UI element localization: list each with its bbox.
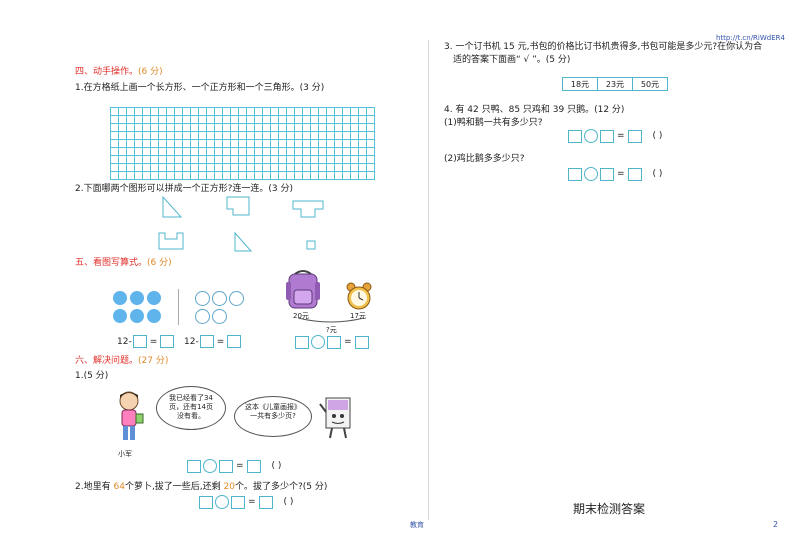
check-cell[interactable] — [563, 91, 598, 104]
page-number: 2 — [773, 520, 779, 529]
answer-box[interactable] — [627, 129, 642, 143]
header-link[interactable]: http://t.cn/RiWdER4 — [716, 34, 785, 42]
section5-heading: 五、看图写算式。(6 分) — [75, 258, 172, 268]
answer-box[interactable] — [327, 335, 341, 349]
shape-puzzle-pieces[interactable] — [155, 195, 345, 255]
filled-circle — [113, 291, 127, 305]
section4-heading: 四、动手操作。(6 分) — [75, 67, 163, 77]
backpack-price: 20元 — [293, 312, 309, 320]
equation-2: 12-= — [184, 335, 242, 348]
operator-circle[interactable] — [584, 129, 598, 143]
speech-bubble-book: 这本《儿童画报》一共有多少页? — [234, 396, 312, 437]
grid-paper[interactable] — [110, 107, 375, 180]
answer-box[interactable] — [295, 335, 309, 349]
answer-box[interactable] — [219, 459, 233, 473]
filled-circle — [130, 291, 144, 305]
equation-7: =( ) — [567, 167, 662, 181]
boy-name: 小军 — [118, 450, 132, 458]
shape-t-top — [292, 200, 324, 218]
clock-price: 17元 — [350, 312, 366, 320]
check-cell[interactable] — [598, 91, 633, 104]
option-cell[interactable]: 23元 — [597, 77, 633, 91]
filled-circle — [147, 291, 161, 305]
shape-l-top — [226, 196, 250, 216]
q4-sub2: (2)鸡比鹅多多少只? — [444, 154, 525, 164]
check-cell[interactable] — [633, 91, 668, 104]
answer-box[interactable] — [600, 167, 614, 181]
boy-icon — [119, 391, 144, 440]
footer-center[interactable]: 教育 — [410, 521, 424, 529]
empty-circle — [212, 309, 227, 324]
empty-circle — [229, 291, 244, 306]
book-character-icon — [319, 397, 351, 439]
answer-box[interactable] — [231, 495, 245, 509]
operator-circle[interactable] — [311, 335, 325, 349]
speech-bubble-boy: 我已经看了34页，还有14页没有看。 — [156, 386, 226, 430]
backpack-icon — [286, 270, 320, 309]
operator-circle[interactable] — [215, 495, 229, 509]
answer-box[interactable] — [246, 459, 261, 473]
section6-q2: 2.地里有 64个萝卜,拔了一些后,还剩 20个。拔了多少个?(5 分) — [75, 482, 328, 492]
answer-box[interactable] — [568, 129, 582, 143]
answer-box[interactable] — [199, 495, 213, 509]
section4-q1: 1.在方格纸上画一个长方形、一个正方形和一个三角形。(3 分) — [75, 83, 325, 93]
group-divider — [178, 289, 179, 325]
filled-circle — [113, 309, 127, 323]
answer-box[interactable] — [627, 167, 642, 181]
section6-heading: 六、解决问题。(27 分) — [75, 356, 169, 366]
section6-q1: 1.(5 分) — [75, 371, 109, 381]
option-cell[interactable]: 18元 — [562, 77, 598, 91]
option-cell[interactable]: 50元 — [632, 77, 668, 91]
answer-box[interactable] — [132, 335, 147, 348]
filled-circle — [130, 309, 144, 323]
empty-circle — [195, 309, 210, 324]
q4-sub1: (1)鸭和鹅一共有多少只? — [444, 118, 543, 128]
bracket-line — [297, 317, 365, 323]
answer-box[interactable] — [568, 167, 582, 181]
section4-q2: 2.下面哪两个图形可以拼成一个正方形?连一连。(3 分) — [75, 184, 293, 194]
q4-text: 4. 有 42 只鸭、85 只鸡和 39 只鹅。(12 分) — [444, 105, 625, 115]
empty-circle — [212, 291, 227, 306]
operator-circle[interactable] — [584, 167, 598, 181]
q3-line1: 3. 一个订书机 15 元,书包的价格比订书机贵得多,书包可能是多少元?在你认为… — [444, 42, 763, 52]
answer-box[interactable] — [187, 459, 201, 473]
question-price: ?元 — [326, 326, 337, 334]
shape-triangle-bottom — [234, 231, 253, 252]
answer-box[interactable] — [199, 335, 214, 348]
answer-box[interactable] — [160, 335, 175, 348]
answer-box[interactable] — [354, 335, 369, 349]
price-options-table: 18元 23元 50元 — [562, 77, 668, 103]
page-divider — [428, 40, 429, 520]
answer-section-title: 期末检测答案 — [573, 502, 646, 516]
equation-5: =( ) — [198, 495, 293, 509]
equation-1: 12-= — [117, 335, 175, 348]
operator-circle[interactable] — [203, 459, 217, 473]
shape-square-small — [306, 240, 316, 250]
equation-6: =( ) — [567, 129, 662, 143]
equation-3: = — [294, 335, 370, 349]
answer-box[interactable] — [227, 335, 242, 348]
q3-line2: 适的答案下面画“ √ ”。(5 分) — [453, 55, 571, 65]
shape-triangle-top — [162, 195, 183, 218]
filled-circle — [147, 309, 161, 323]
shape-notch-bottom — [158, 232, 184, 250]
alarm-clock-icon — [346, 282, 372, 310]
answer-box[interactable] — [258, 495, 273, 509]
equation-4: =( ) — [186, 459, 281, 473]
answer-box[interactable] — [600, 129, 614, 143]
empty-circle — [195, 291, 210, 306]
